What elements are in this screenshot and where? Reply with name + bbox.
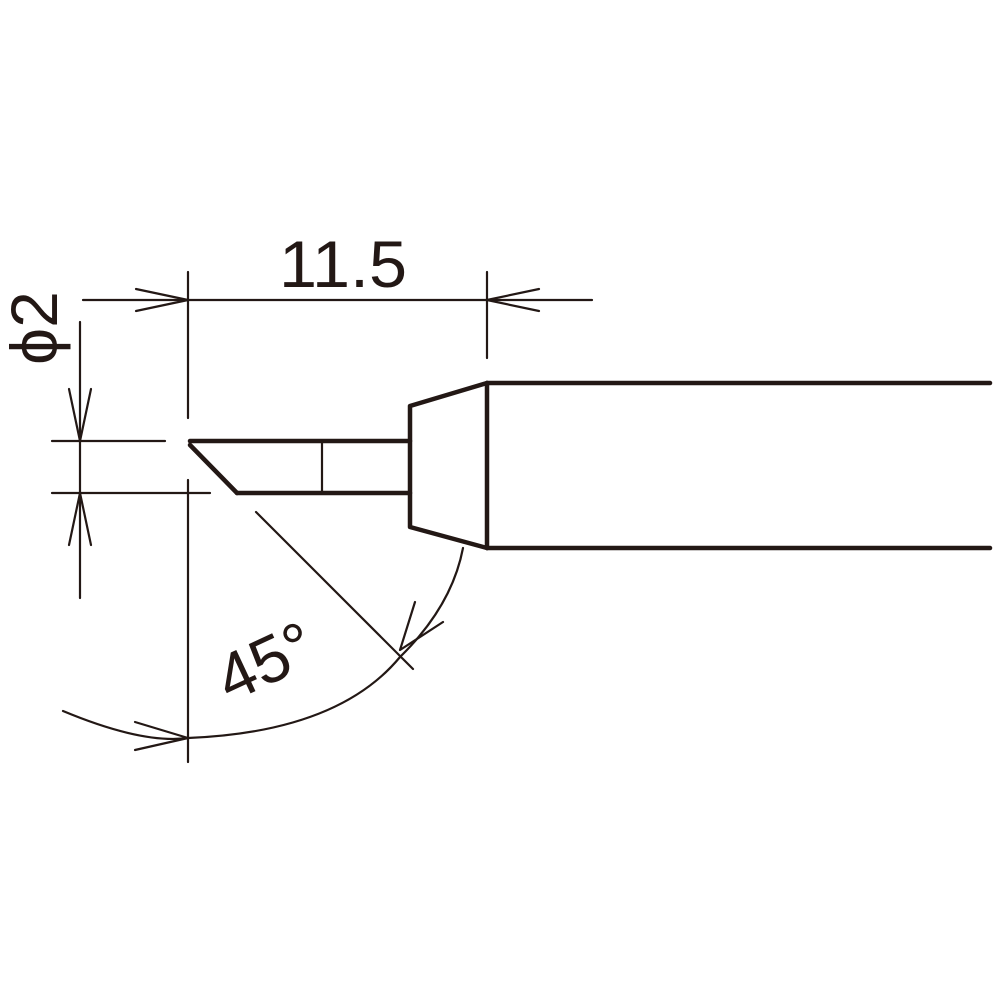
length-arrow-right [485, 287, 541, 313]
diameter-dimension: ϕ2 [0, 291, 212, 600]
angle-dimension: 45° [61, 478, 465, 764]
diameter-arrow-top [67, 387, 93, 443]
diameter-arrow-bottom [67, 491, 93, 547]
taper-collar [407, 380, 490, 551]
length-dimension: 11.5 [81, 227, 594, 420]
angle-arrow-left [133, 720, 190, 752]
angle-arc [61, 546, 465, 741]
bevel-face [187, 442, 240, 496]
length-arrow-left [134, 287, 190, 313]
tip-outline [187, 380, 993, 551]
length-label: 11.5 [279, 227, 407, 301]
diameter-label: ϕ2 [0, 291, 71, 365]
angle-label: 45° [204, 607, 326, 716]
bevel-extension-line [254, 510, 415, 671]
angle-arrow-right [398, 600, 445, 652]
